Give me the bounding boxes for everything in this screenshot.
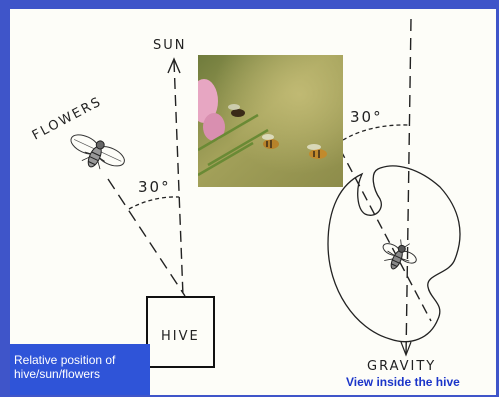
bee-icon-dancing <box>376 234 421 276</box>
bees-photo <box>198 55 343 187</box>
sun-direction-line <box>174 61 183 296</box>
angle-label-left: 30° <box>138 178 171 196</box>
hive-label: HIVE <box>161 329 200 344</box>
sun-label: SUN <box>153 38 187 53</box>
caption-relative-position: Relative position of hive/sun/flowers <box>10 344 150 395</box>
gravity-line <box>406 19 411 357</box>
angle-arc-right <box>343 125 409 140</box>
angle-label-right: 30° <box>350 108 383 126</box>
waggle-dance-path <box>328 166 460 342</box>
slide-canvas: SUN FLOWERS 30° HIVE GRAVITY <box>10 9 496 395</box>
gravity-label: GRAVITY <box>367 359 436 374</box>
angle-arc-left <box>129 197 179 209</box>
caption-view-inside-hive: View inside the hive <box>346 375 460 389</box>
bee-icon-flowers <box>64 129 128 179</box>
flowers-direction-line <box>108 179 185 296</box>
waggle-direction-line <box>340 149 431 321</box>
flowers-label: FLOWERS <box>30 94 105 143</box>
